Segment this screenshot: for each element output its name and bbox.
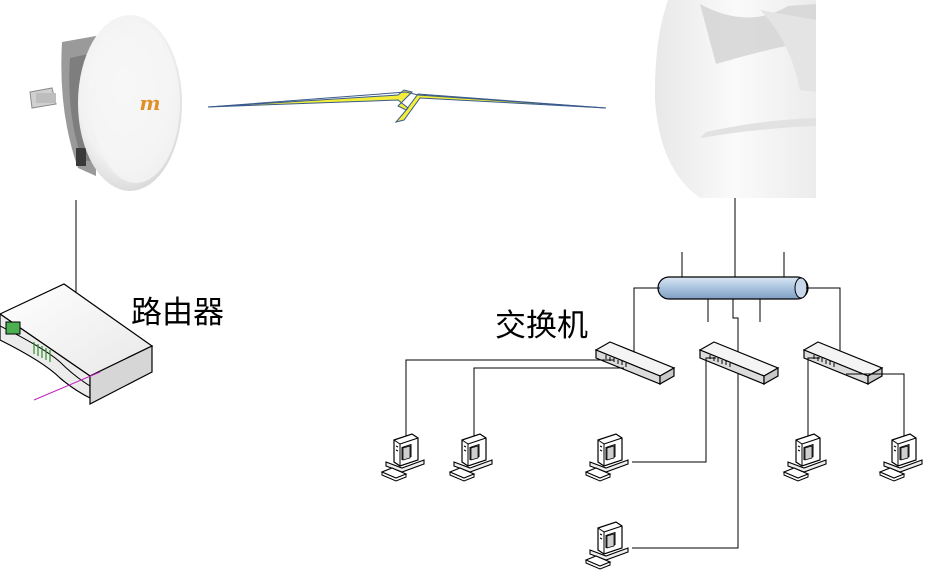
backbone-cables <box>632 287 841 549</box>
right-antenna-icon <box>654 0 816 278</box>
left-antenna-icon: m <box>29 15 182 191</box>
switch-icon <box>595 341 675 385</box>
router-icon <box>0 283 154 405</box>
computer-icon <box>879 433 923 482</box>
switch-cables <box>405 357 905 463</box>
switch-icon <box>699 341 779 385</box>
wireless-link-icon <box>207 89 607 123</box>
computer-icon <box>585 521 629 570</box>
computer-icon <box>449 433 493 482</box>
computer-icon <box>585 433 629 482</box>
switch-label: 交换机 <box>495 308 588 344</box>
antenna-logo: m <box>139 91 160 115</box>
computer-icon <box>783 433 827 482</box>
computer-icon <box>381 433 425 482</box>
router-label: 路由器 <box>131 295 224 331</box>
switch-icon <box>803 341 883 385</box>
